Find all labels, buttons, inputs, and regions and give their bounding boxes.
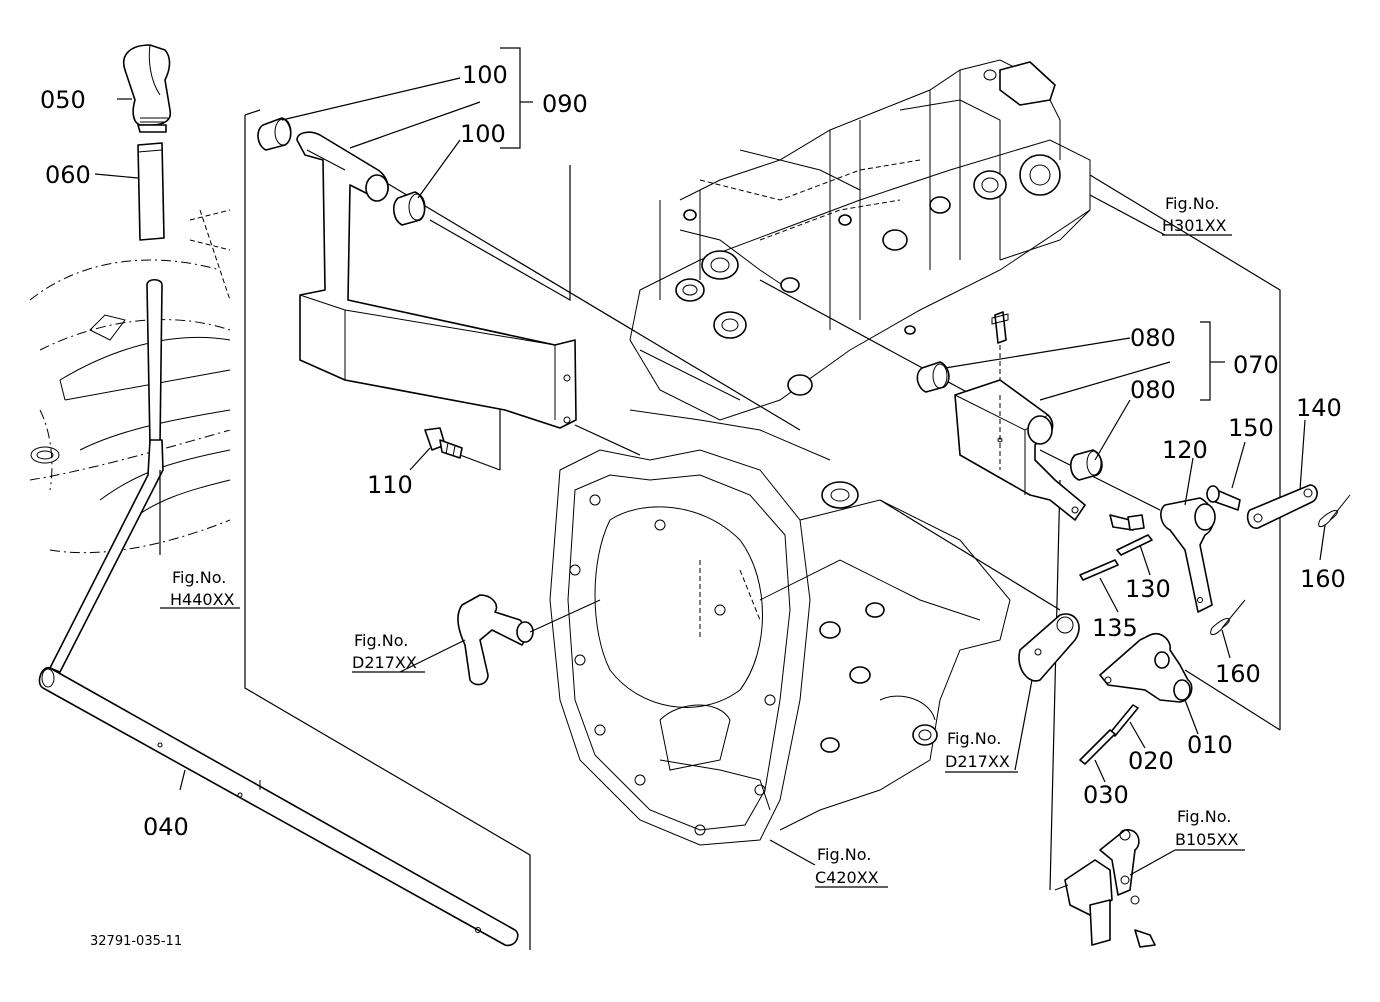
select-lever xyxy=(457,594,601,686)
callout-010: 010 xyxy=(1187,731,1233,759)
part-number-callouts: 050 060 100 100 090 110 040 080 080 070 … xyxy=(40,61,1346,841)
left-gearbox-outline xyxy=(29,209,231,554)
callout-030: 030 xyxy=(1083,781,1129,809)
part-100-bushing-top xyxy=(257,117,292,151)
fig-ref-d217-left-line2: D217XX xyxy=(352,653,417,672)
part-120-lever xyxy=(1160,497,1216,613)
figure-ref-underlines xyxy=(160,234,1245,888)
part-060-grip xyxy=(137,142,165,241)
callout-050: 050 xyxy=(40,86,86,114)
position-sensor xyxy=(1054,829,1156,948)
part-160-clip-right xyxy=(1318,494,1351,527)
fig-ref-c420-line2: C420XX xyxy=(815,868,879,887)
callout-090: 090 xyxy=(542,90,588,118)
part-010-shift-arm xyxy=(1099,632,1193,703)
callout-130: 130 xyxy=(1125,575,1171,603)
part-090-arm xyxy=(296,131,577,429)
part-100-bushing-bottom xyxy=(393,191,426,226)
part-140-link-plate xyxy=(1246,484,1318,529)
callout-070: 070 xyxy=(1233,351,1279,379)
callout-leaders xyxy=(94,47,1326,876)
callout-020: 020 xyxy=(1128,747,1174,775)
callout-160-right: 160 xyxy=(1300,565,1346,593)
part-030-pin xyxy=(1079,729,1116,765)
part-080-bushing-top xyxy=(916,361,950,393)
callout-150: 150 xyxy=(1228,414,1274,442)
assembly-leader-lines xyxy=(244,109,1281,950)
fig-ref-b105-line2: B105XX xyxy=(1175,830,1238,849)
fig-ref-h301-line1: Fig.No. xyxy=(1165,194,1219,213)
part-020-pin xyxy=(1109,704,1139,737)
callout-100-top: 100 xyxy=(462,61,508,89)
fig-ref-d217-right-line2: D217XX xyxy=(945,752,1010,771)
callout-135: 135 xyxy=(1092,614,1138,642)
hydraulic-valve-block xyxy=(629,59,1091,421)
callout-060: 060 xyxy=(45,161,91,189)
bracket-bolt xyxy=(991,311,1145,531)
fig-ref-h440-line1: Fig.No. xyxy=(172,568,226,587)
callout-040: 040 xyxy=(143,813,189,841)
callout-080-bottom: 080 xyxy=(1130,376,1176,404)
part-110-bolt xyxy=(424,427,463,459)
figure-references: Fig.No. H301XX Fig.No. H440XX Fig.No. D2… xyxy=(170,194,1238,887)
fig-ref-h301-line2: H301XX xyxy=(1162,216,1227,235)
fig-ref-h440-line2: H440XX xyxy=(170,590,235,609)
callout-100-bottom: 100 xyxy=(460,120,506,148)
fig-ref-d217-left-line1: Fig.No. xyxy=(354,631,408,650)
fig-ref-d217-right-line1: Fig.No. xyxy=(947,729,1001,748)
fig-ref-c420-line1: Fig.No. xyxy=(817,845,871,864)
callout-080-top: 080 xyxy=(1130,324,1176,352)
main-transmission-housing xyxy=(549,409,1011,846)
part-160-clip-lower xyxy=(1210,599,1246,635)
part-040-lever-rod xyxy=(38,278,519,947)
fig-ref-b105-line1: Fig.No. xyxy=(1177,807,1231,826)
part-130-spring-pin xyxy=(1116,534,1153,556)
part-070-bracket xyxy=(954,379,1086,521)
drawing-code: 32791-035-11 xyxy=(90,934,182,949)
part-135-spring-pin xyxy=(1079,559,1119,581)
callout-160-lower: 160 xyxy=(1215,660,1261,688)
callout-110: 110 xyxy=(367,471,413,499)
callout-140: 140 xyxy=(1296,394,1342,422)
part-050-knob xyxy=(123,44,172,133)
part-150-pin xyxy=(1206,485,1241,511)
part-080-bushing-bottom xyxy=(1070,449,1103,481)
detent-plate xyxy=(1018,613,1080,682)
callout-120: 120 xyxy=(1162,436,1208,464)
